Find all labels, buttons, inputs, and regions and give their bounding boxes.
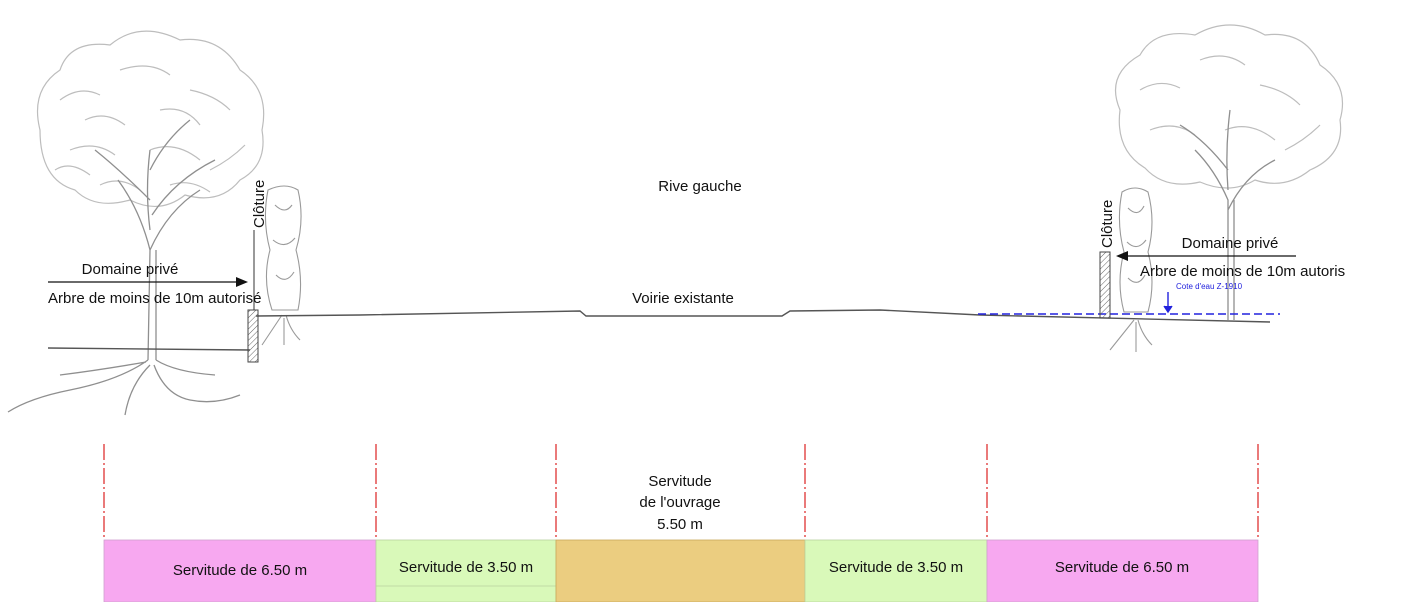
svg-text:Servitude de 3.50 m: Servitude de 3.50 m (829, 559, 963, 576)
water-level-line (978, 292, 1280, 315)
voirie-label: Voirie existante (632, 290, 734, 307)
svg-text:Servitude de 6.50 m: Servitude de 6.50 m (1055, 559, 1189, 576)
arbre-left-label: Arbre de moins de 10m autorisé (48, 290, 261, 307)
svg-text:5.50 m: 5.50 m (657, 516, 703, 533)
left-shrub-icon (261, 185, 302, 346)
svg-text:Servitude de 3.50 m: Servitude de 3.50 m (399, 559, 533, 576)
servitude-ouvrage-label: Servitude de l'ouvrage 5.50 m (639, 473, 720, 533)
svg-text:Servitude de 6.50 m: Servitude de 6.50 m (173, 562, 307, 579)
svg-text:Servitude: Servitude (648, 473, 711, 490)
servitude-band-2: Servitude de 3.50 m (375, 539, 557, 602)
domaine-arrow-left (48, 277, 248, 287)
servitude-band-3 (555, 539, 806, 602)
ground-profile (47, 309, 1271, 351)
servitude-band-1: Servitude de 6.50 m (103, 539, 377, 602)
rive-gauche-label: Rive gauche (658, 178, 741, 195)
domaine-arrow-right (1116, 251, 1296, 261)
arbre-right-label: Arbre de moins de 10m autoris (1140, 263, 1345, 280)
cloture-left-label: Clôture (251, 180, 268, 228)
domaine-prive-right-label: Domaine privé (1182, 235, 1279, 252)
servitude-dividers (103, 444, 1259, 540)
cote-eau-label: Cote d'eau Z-1910 (1176, 282, 1243, 291)
right-fence (1099, 251, 1111, 319)
left-tree-icon (7, 30, 265, 416)
servitude-band-4: Servitude de 3.50 m (804, 539, 988, 602)
cloture-right-label: Clôture (1099, 200, 1116, 248)
servitude-band-5: Servitude de 6.50 m (986, 539, 1259, 602)
right-shrub-icon (1109, 187, 1153, 352)
domaine-prive-left-label: Domaine privé (82, 261, 179, 278)
right-tree-icon (1114, 24, 1344, 320)
svg-text:de l'ouvrage: de l'ouvrage (639, 494, 720, 511)
left-fence (247, 230, 259, 363)
